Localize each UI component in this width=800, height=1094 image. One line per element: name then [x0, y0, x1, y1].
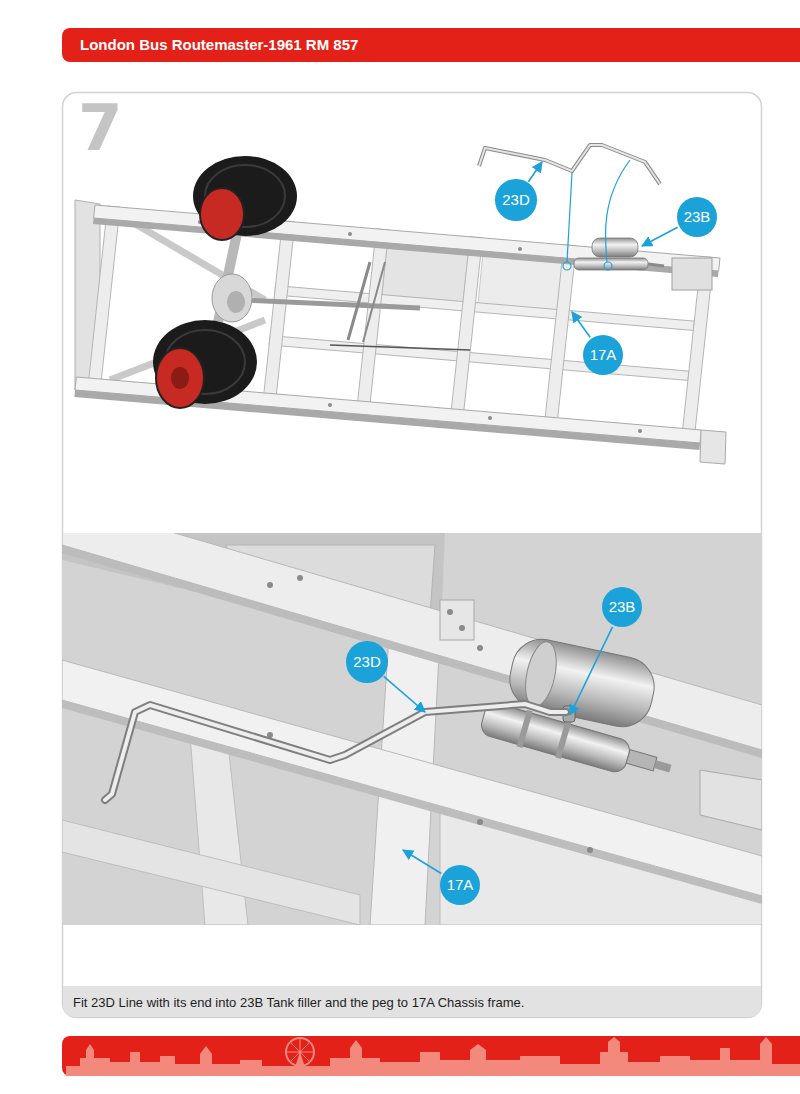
- chassis-overview: [156, 348, 204, 408]
- leader-line: [384, 676, 425, 712]
- header-bar: [62, 28, 800, 62]
- callout-number: 17A: [447, 877, 474, 894]
- chassis-detail: [520, 639, 561, 709]
- leader-line: [403, 850, 441, 874]
- chassis-detail: [517, 710, 533, 748]
- chassis-overview: [574, 258, 648, 270]
- chassis-detail: [105, 704, 566, 800]
- placement-guide: [604, 262, 612, 270]
- chassis-overview: [212, 274, 252, 322]
- callout-number: 17A: [590, 347, 617, 364]
- footer-bar: [66, 1037, 800, 1076]
- chassis-overview: [88, 206, 121, 392]
- chassis-overview: [330, 345, 470, 350]
- step-number: 7: [78, 96, 123, 160]
- chassis-overview: [200, 188, 244, 240]
- leader-line: [384, 162, 678, 874]
- chassis-overview: [479, 145, 660, 184]
- placement-guide: [605, 160, 630, 262]
- callout-number: 23B: [684, 209, 711, 226]
- placement-guide: [563, 160, 630, 270]
- chassis-overview: [178, 220, 642, 433]
- placement-guide: [567, 173, 572, 262]
- chassis-overview: [648, 264, 664, 266]
- chassis-overview: [672, 258, 712, 290]
- chassis-overview: [93, 218, 719, 277]
- chassis-detail: [700, 770, 762, 830]
- chassis-overview: [544, 245, 577, 431]
- chassis-overview: [275, 286, 695, 331]
- chassis-overview: [518, 247, 522, 251]
- chassis-detail: [626, 750, 657, 771]
- step-panel: [63, 93, 762, 1018]
- page-title: London Bus Routemaster-1961 RM 857: [80, 28, 358, 62]
- chassis-detail: [447, 609, 453, 615]
- chassis-overview: [269, 336, 689, 381]
- chassis-detail: [62, 820, 360, 925]
- leader-line: [570, 627, 613, 715]
- callout-circle: 23D: [495, 179, 537, 221]
- chassis-overview: [450, 237, 483, 423]
- chassis-overview: [94, 205, 720, 271]
- chassis-detail: [62, 660, 762, 896]
- leader-line: [642, 227, 678, 246]
- chassis-detail: [62, 533, 762, 925]
- chassis-overview: [75, 145, 727, 464]
- chassis-overview: [479, 145, 660, 184]
- chassis-detail: [105, 704, 566, 800]
- chassis-detail: [477, 645, 483, 651]
- chassis-detail: [267, 582, 273, 588]
- callout-number: 23B: [609, 599, 636, 616]
- chassis-overview: [363, 262, 385, 342]
- chassis-overview: [356, 229, 389, 415]
- chassis-overview: [348, 232, 352, 236]
- chassis-overview: [488, 416, 492, 420]
- chassis-overview: [638, 429, 642, 433]
- chassis-detail: [555, 721, 571, 759]
- leader-line: [528, 162, 542, 182]
- chassis-overview: [328, 403, 332, 407]
- instruction-caption: Fit 23D Line with its end into 23B Tank …: [73, 986, 753, 1018]
- footer-bar: [62, 1036, 800, 1076]
- chassis-detail: [478, 699, 675, 789]
- placement-guide: [563, 262, 571, 270]
- chassis-detail: [297, 575, 303, 581]
- chassis-overview: [245, 300, 420, 308]
- chassis-detail: [459, 625, 465, 631]
- header-bar: [62, 28, 800, 62]
- chassis-detail: [654, 760, 672, 772]
- chassis-detail: [62, 700, 762, 904]
- chassis-detail: [440, 600, 474, 640]
- step-panel: [63, 93, 762, 1018]
- leader-line: [572, 312, 590, 337]
- chassis-detail: [190, 735, 248, 925]
- footer-bar: [62, 1036, 800, 1076]
- chassis-overview: [700, 430, 726, 464]
- callout-circle: 23D: [346, 641, 388, 683]
- callout-number: 23D: [502, 192, 530, 209]
- chassis-overview: [171, 367, 189, 389]
- chassis-overview: [263, 221, 296, 407]
- chassis-detail: [477, 819, 483, 825]
- chassis-overview: [227, 291, 245, 313]
- chassis-overview: [592, 238, 638, 257]
- callout-number: 23D: [353, 654, 381, 671]
- chassis-detail: [62, 533, 762, 925]
- step-panel: [63, 986, 761, 1017]
- footer-bar: [292, 1052, 308, 1076]
- chassis-detail: [587, 847, 593, 853]
